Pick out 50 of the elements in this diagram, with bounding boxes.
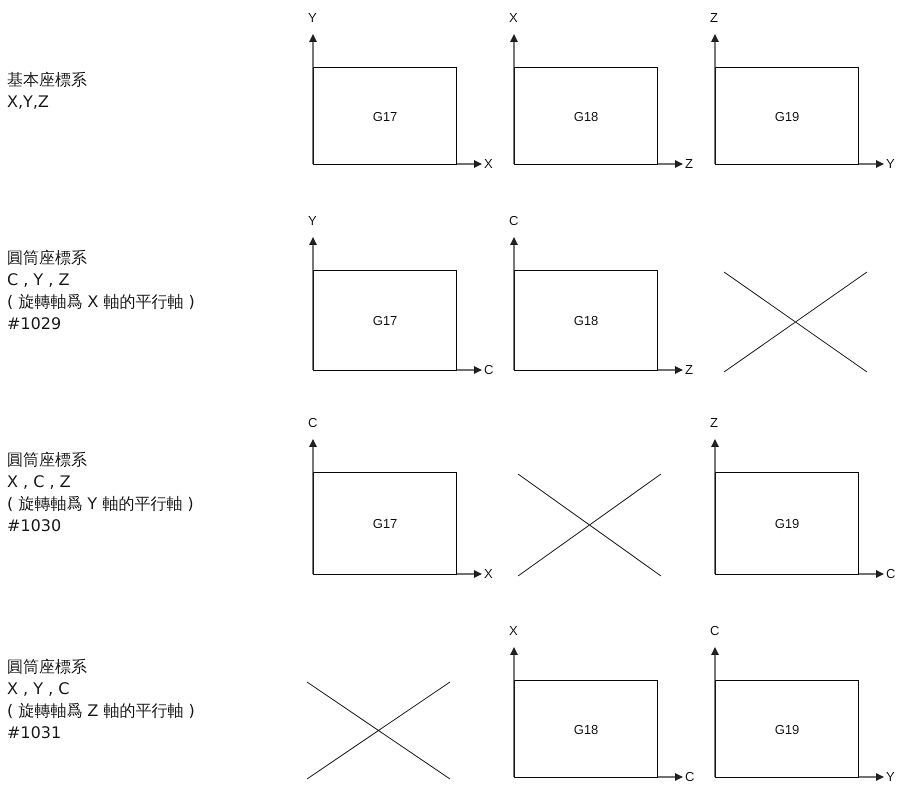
axis-label: X xyxy=(484,567,493,580)
axis-label: X xyxy=(509,624,518,637)
axis-label: Z xyxy=(710,11,718,24)
coordinate-system-name: 圓筒座標系 xyxy=(7,659,87,675)
plane-box xyxy=(514,67,658,165)
axis-label: C xyxy=(509,214,518,227)
plane-box xyxy=(715,680,859,778)
plane-box xyxy=(313,270,457,371)
plane-code: G17 xyxy=(372,516,398,531)
plane-code: G19 xyxy=(774,516,800,531)
axis-label: Z xyxy=(710,416,718,429)
coordinate-system-name: 圓筒座標系 xyxy=(7,452,87,468)
coordinate-system-name: 基本座標系 xyxy=(7,72,87,88)
plane-code: G18 xyxy=(574,313,598,328)
axis-label: C xyxy=(308,416,318,429)
axis-description: #1030 xyxy=(7,518,62,534)
plane-box xyxy=(514,270,658,371)
plane-code: G19 xyxy=(774,722,800,736)
axis-label: Y xyxy=(886,157,895,170)
plane-code: G17 xyxy=(372,313,398,328)
plane-box xyxy=(313,67,457,165)
axis-label: X xyxy=(484,157,493,170)
axis-description: X , C , Z xyxy=(7,474,71,490)
axis-description: #1031 xyxy=(7,725,62,741)
axis-description: X,Y,Z xyxy=(7,94,49,110)
axis-description: #1029 xyxy=(7,316,62,332)
axis-label: C xyxy=(685,770,694,783)
axis-description: X , Y , C xyxy=(7,681,70,697)
axis-label: Y xyxy=(308,214,317,227)
axis-description: ( 旋轉軸爲 Z 軸的平行軸 ) xyxy=(7,703,195,719)
axis-description: ( 旋轉軸爲 Y 軸的平行軸 ) xyxy=(7,496,194,512)
axis-description: ( 旋轉軸爲 X 軸的平行軸 ) xyxy=(7,294,195,310)
axis-label: X xyxy=(509,11,518,24)
coordinate-system-name: 圓筒座標系 xyxy=(7,250,87,266)
plane-box xyxy=(715,67,859,165)
axis-label: C xyxy=(484,363,494,376)
axis-label: Y xyxy=(308,11,317,24)
axis-label: C xyxy=(710,624,720,637)
plane-box xyxy=(715,472,859,575)
plane-code: G18 xyxy=(574,722,598,736)
plane-code: G19 xyxy=(774,108,800,124)
plane-box xyxy=(313,472,457,575)
plane-code: G18 xyxy=(574,108,598,124)
plane-box xyxy=(514,680,658,778)
axis-description: C , Y , Z xyxy=(7,272,70,288)
axis-label: Z xyxy=(685,363,693,376)
axis-label: Y xyxy=(886,770,895,783)
plane-code: G17 xyxy=(372,108,398,124)
axis-label: C xyxy=(886,567,896,580)
axis-label: Z xyxy=(685,157,693,170)
